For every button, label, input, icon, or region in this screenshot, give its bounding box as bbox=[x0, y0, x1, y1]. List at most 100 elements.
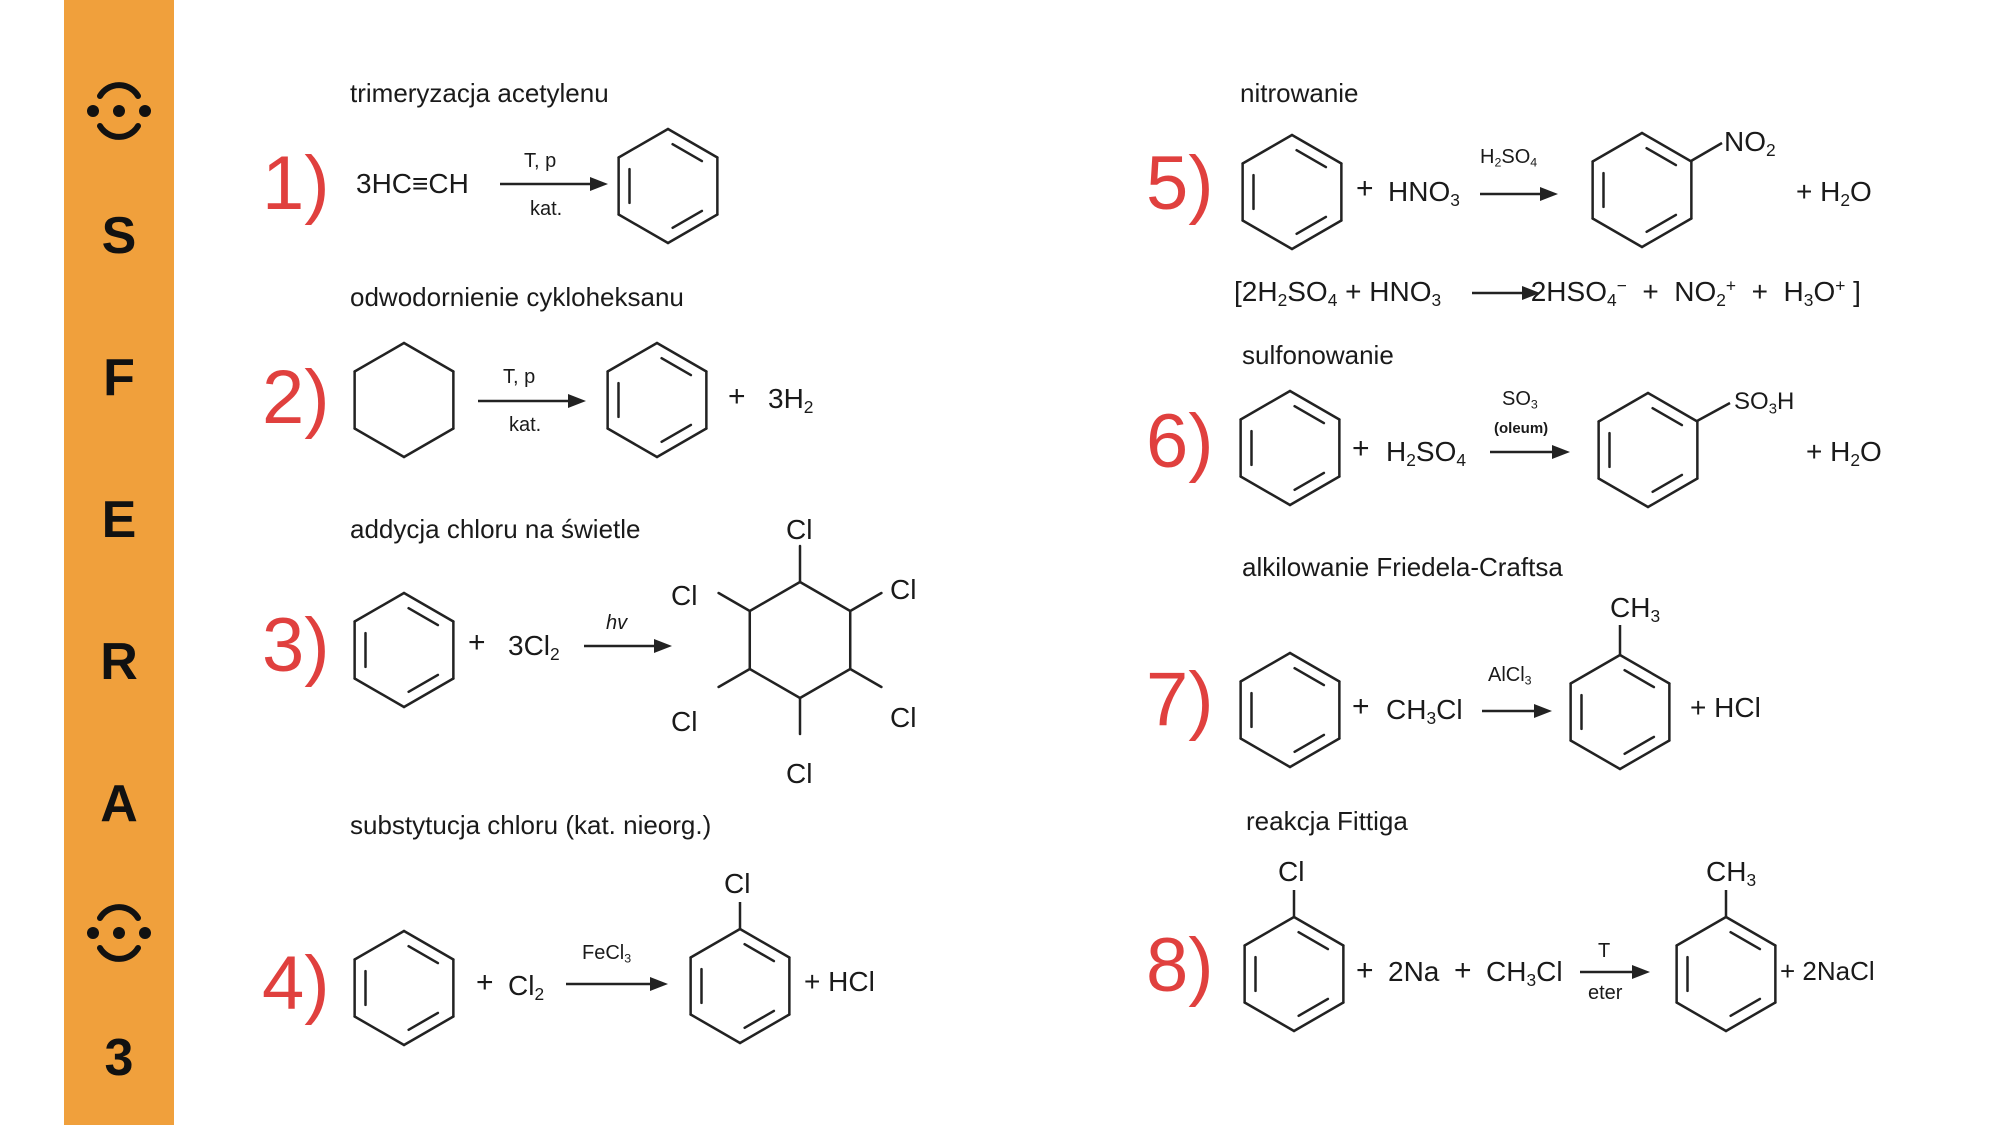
hexachlorocyclohexane-ring bbox=[717, 544, 883, 736]
chlorine-substituent: Cl bbox=[890, 702, 917, 733]
chlorobenzene-ring bbox=[689, 927, 791, 1045]
reaction-number: 3) bbox=[262, 603, 330, 688]
reaction-number: 5) bbox=[1146, 141, 1214, 226]
nitrobenzene-ring bbox=[1591, 131, 1693, 249]
chlorine-substituent: Cl bbox=[890, 574, 917, 605]
benzene-ring bbox=[617, 127, 719, 245]
nitronium-equation: [2H2SO4 + HNO3 2HSO4− + NO2+ + H3O+ ] bbox=[1234, 275, 1861, 311]
benzene-ring bbox=[1241, 133, 1343, 251]
product-formula: + HCl bbox=[804, 966, 875, 997]
reaction-arrow bbox=[1480, 187, 1558, 201]
product-formula: 3H2 bbox=[768, 383, 814, 418]
product-formula: + HCl bbox=[1690, 692, 1761, 723]
plus-sign: + bbox=[476, 966, 494, 999]
smiley-face-logo-icon bbox=[87, 904, 151, 962]
reaction-arrow bbox=[1580, 965, 1650, 979]
condition-below: kat. bbox=[530, 198, 563, 220]
water-product: + H2O bbox=[1806, 436, 1882, 471]
benzene-ring bbox=[1239, 389, 1341, 507]
reaction-title: sulfonowanie bbox=[1242, 340, 1394, 370]
chlorine-substituent: Cl bbox=[724, 868, 751, 899]
reagent-formula: 2Na bbox=[1388, 956, 1440, 987]
condition-below: eter bbox=[1588, 982, 1623, 1004]
plus-sign: + bbox=[1352, 690, 1370, 723]
chlorine-substituent: Cl bbox=[786, 514, 813, 545]
reagent-formula: Cl2 bbox=[508, 970, 545, 1005]
sidebar-letter: A bbox=[100, 775, 138, 833]
sidebar-letter: R bbox=[100, 633, 138, 691]
reagent-formula: 3Cl2 bbox=[508, 630, 560, 665]
reaction-arrow bbox=[1490, 445, 1570, 459]
reaction-arrow bbox=[478, 394, 586, 408]
catalyst: H2SO4 bbox=[1480, 146, 1538, 170]
reaction-number: 4) bbox=[262, 941, 330, 1026]
cyclohexane-ring bbox=[353, 341, 455, 459]
toluene-ring bbox=[1675, 915, 1777, 1033]
benzene-ring bbox=[606, 341, 708, 459]
reaction-title: alkilowanie Friedela-Craftsa bbox=[1242, 552, 1563, 582]
chlorine-substituent: Cl bbox=[786, 758, 813, 789]
reaction-title: addycja chloru na świetle bbox=[350, 514, 641, 544]
sidebar-letter: S bbox=[101, 207, 137, 265]
reagent-formula: CH3Cl bbox=[1486, 956, 1563, 991]
nitro-group: NO2 bbox=[1724, 126, 1776, 161]
condition-above: T, p bbox=[524, 150, 557, 172]
reaction-number: 8) bbox=[1146, 923, 1214, 1008]
reagent-formula: HNO3 bbox=[1388, 176, 1460, 211]
chlorobenzene-ring bbox=[1243, 915, 1345, 1033]
reagent-formula: H2SO4 bbox=[1386, 436, 1467, 471]
sidebar-letter: 3 bbox=[104, 1029, 134, 1087]
methyl-group: CH3 bbox=[1610, 592, 1661, 627]
reaction-title: trimeryzacja acetylenu bbox=[350, 78, 609, 108]
reaction-arrow bbox=[566, 977, 668, 991]
reaction-arrow bbox=[1482, 704, 1552, 718]
plus-sign: + bbox=[728, 380, 746, 413]
reactant-formula: 3HC≡CH bbox=[356, 168, 469, 199]
condition-above: T, p bbox=[503, 366, 536, 388]
sidebar: S F E R A 3 bbox=[64, 0, 174, 1125]
chlorine-substituent: Cl bbox=[671, 580, 698, 611]
smiley-face-logo-icon bbox=[87, 82, 151, 140]
catalyst: FeCl3 bbox=[582, 942, 632, 966]
product-formula: + 2NaCl bbox=[1780, 956, 1875, 986]
water-product: + H2O bbox=[1796, 176, 1872, 211]
reaction-number: 7) bbox=[1146, 657, 1214, 742]
plus-sign: + bbox=[468, 626, 486, 659]
condition-below: kat. bbox=[509, 414, 542, 436]
catalyst: AlCl3 bbox=[1488, 664, 1532, 688]
methyl-group: CH3 bbox=[1706, 856, 1757, 891]
benzene-ring bbox=[353, 929, 455, 1047]
reaction-title: substytucja chloru (kat. nieorg.) bbox=[350, 810, 712, 840]
catalyst: SO3 bbox=[1502, 388, 1538, 412]
plus-sign: + bbox=[1356, 954, 1374, 987]
plus-sign: + bbox=[1352, 432, 1370, 465]
reaction-number: 2) bbox=[262, 355, 330, 440]
chlorine-substituent: Cl bbox=[671, 706, 698, 737]
benzenesulfonic-acid-ring bbox=[1597, 391, 1699, 509]
catalyst-note: (oleum) bbox=[1494, 420, 1549, 437]
chlorine-substituent: Cl bbox=[1278, 856, 1305, 887]
reaction-title: odwodornienie cykloheksanu bbox=[350, 282, 684, 312]
reaction-arrow bbox=[584, 639, 672, 653]
plus-sign: + bbox=[1454, 954, 1472, 987]
reagent-formula: CH3Cl bbox=[1386, 694, 1463, 729]
condition-above: hv bbox=[606, 612, 628, 634]
reaction-title: nitrowanie bbox=[1240, 78, 1359, 108]
plus-sign: + bbox=[1356, 172, 1374, 205]
toluene-ring bbox=[1569, 653, 1671, 771]
benzene-ring bbox=[353, 591, 455, 709]
sidebar-letter: E bbox=[101, 491, 137, 549]
benzene-ring bbox=[1239, 651, 1341, 769]
reaction-arrow bbox=[500, 177, 608, 191]
condition-above: T bbox=[1598, 940, 1611, 962]
reaction-number: 6) bbox=[1146, 399, 1214, 484]
reaction-title: reakcja Fittiga bbox=[1246, 806, 1408, 836]
reaction-number: 1) bbox=[262, 141, 330, 226]
sidebar-letter: F bbox=[103, 349, 135, 407]
